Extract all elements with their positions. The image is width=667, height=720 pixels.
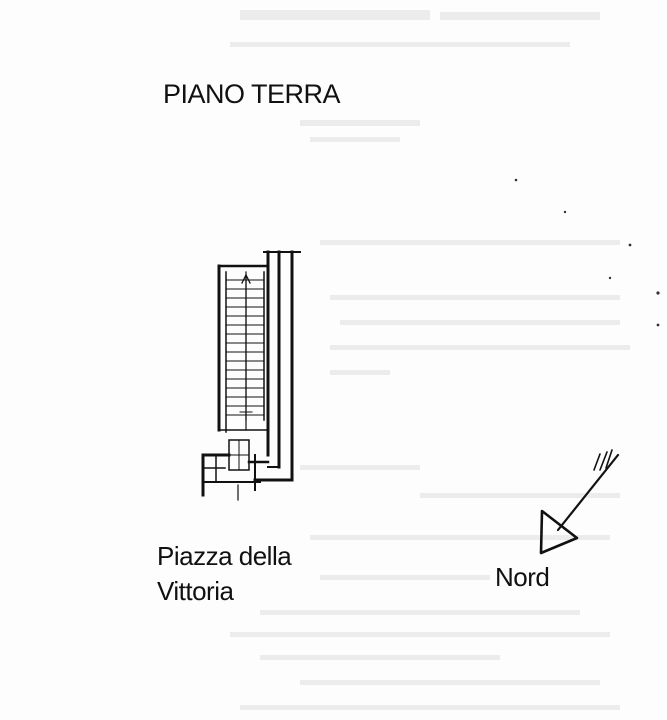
stair-arrow-head [241, 273, 251, 284]
north-label: Nord [495, 562, 550, 592]
square-name-label: Piazza della Vittoria [157, 539, 292, 609]
north-arrow-head [539, 509, 579, 555]
floor-title: PIANO TERRA [163, 79, 341, 109]
square-name-line-1: Piazza della [157, 541, 292, 571]
stair-treads [225, 279, 265, 416]
square-name-line-2: Vittoria [157, 576, 234, 606]
north-arrow-shaft [556, 453, 620, 532]
